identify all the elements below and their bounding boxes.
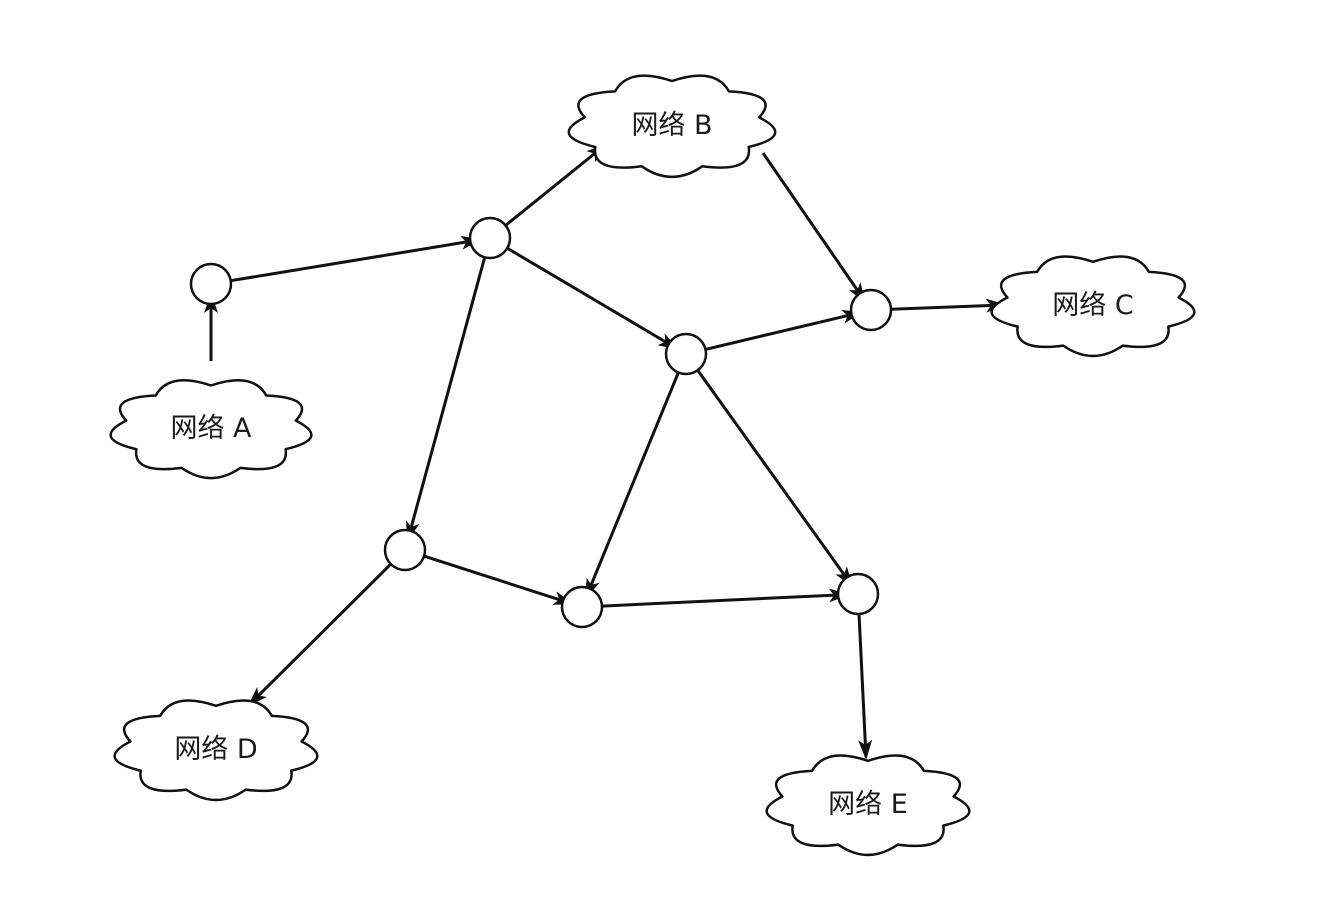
cloud-label: 网络 D (174, 734, 257, 765)
edge-r5-to-r6 (423, 554, 574, 605)
cloud-label: 网络 E (828, 789, 908, 820)
edge-r5-to-D (247, 563, 392, 707)
edge-r4-to-r6 (585, 371, 680, 599)
cloud-label: 网络 B (631, 110, 712, 141)
cloud-network-a: 网络 A (109, 379, 313, 480)
cloud-icon (990, 255, 1196, 358)
router-node-r5 (383, 528, 427, 572)
cloud-network-d: 网络 D (113, 699, 319, 802)
edge-r6-to-r7 (601, 588, 849, 608)
edge-r2-to-B (504, 144, 607, 227)
cloud-label: 网络 C (1052, 290, 1133, 321)
router-node-r6 (560, 585, 604, 629)
edge-r7-to-E (857, 613, 873, 760)
router-node-r4 (664, 332, 708, 376)
edges-layer (204, 144, 1006, 760)
edge-r4-to-r7 (696, 369, 853, 587)
edge-r1-to-r2 (230, 235, 482, 283)
cloud-network-b: 网络 B (567, 74, 777, 178)
cloud-icon (765, 754, 971, 857)
router-node-r1 (189, 262, 233, 306)
edge-r2-to-r4 (506, 246, 679, 350)
router-node-r3 (849, 288, 893, 332)
edge-r4-to-r3 (705, 309, 863, 351)
cloud-label: 网络 A (170, 413, 252, 444)
edge-B-to-r3 (761, 152, 866, 303)
nodes-layer: 网络 A 网络 B 网络 C 网络 D 网络 E (109, 74, 1196, 857)
edge-r2-to-r5 (405, 256, 487, 542)
cloud-network-e: 网络 E (765, 754, 971, 857)
cloud-icon (113, 699, 319, 802)
cloud-network-c: 网络 C (990, 255, 1196, 358)
cloud-icon (567, 74, 777, 178)
edge-r3-to-C (890, 298, 1006, 313)
router-node-r2 (468, 216, 512, 260)
router-node-r7 (836, 572, 880, 616)
cloud-icon (109, 379, 313, 480)
